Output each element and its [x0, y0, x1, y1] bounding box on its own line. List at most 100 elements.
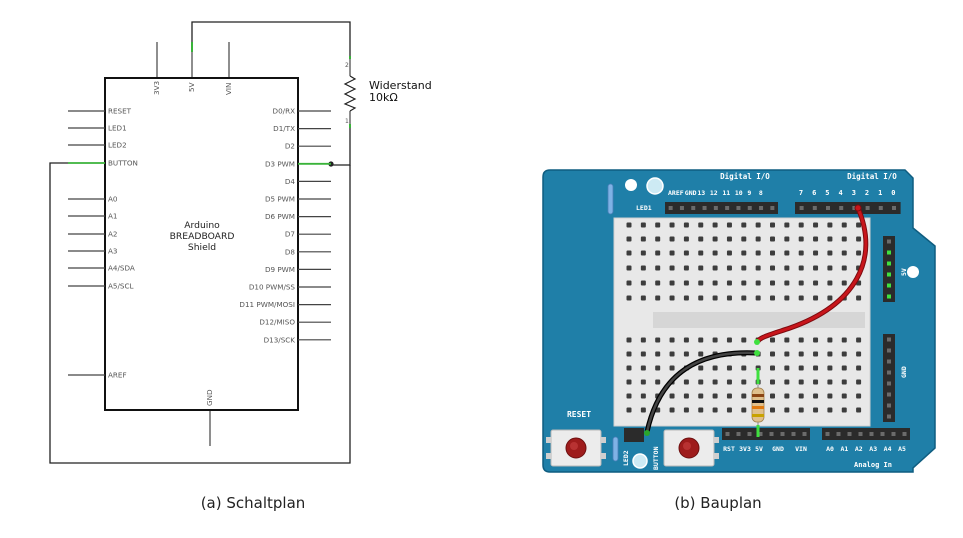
- reset-button-highlight: [570, 442, 578, 450]
- right-pin-label: D2: [285, 142, 295, 151]
- caption-schematic: (a) Schaltplan: [201, 494, 306, 512]
- right-pin-label: D13/SCK: [264, 335, 296, 344]
- user-button[interactable]: [663, 429, 719, 467]
- breadboard-hole: [669, 236, 675, 242]
- breadboard-hole: [698, 337, 704, 343]
- header-left-label: 9: [747, 189, 751, 197]
- breadboard-hole: [698, 365, 704, 371]
- analog-label: A2: [855, 445, 863, 453]
- breadboard-hole: [640, 222, 646, 228]
- left-pins: RESETLED1LED2BUTTONA0A1A2A3A4/SDAA5/SCLA…: [68, 107, 138, 380]
- breadboard-hole: [726, 236, 732, 242]
- right-pin-label: D4: [285, 177, 296, 186]
- breadboard-hole: [669, 393, 675, 399]
- breadboard-hole: [798, 280, 804, 286]
- breadboard-hole: [712, 337, 718, 343]
- left-pin-label: AREF: [108, 371, 127, 380]
- left-pin-label: BUTTON: [108, 159, 138, 168]
- breadboard-hole: [784, 236, 790, 242]
- caption-breadboard: (b) Bauplan: [674, 494, 761, 512]
- analog-label: A5: [898, 445, 906, 453]
- breadboard-hole: [655, 222, 661, 228]
- breadboard-hole: [770, 295, 775, 301]
- breadboard-hole: [726, 222, 732, 228]
- left-pin-label: A3: [108, 247, 118, 256]
- header-right-label: 3: [852, 189, 856, 197]
- analog-header-pin: [902, 432, 907, 436]
- breadboard-hole: [626, 365, 632, 371]
- breadboard-hole: [755, 222, 761, 228]
- board-label-line-3: Shield: [188, 242, 216, 253]
- digital-header-right-pin: [892, 206, 896, 210]
- breadboard-hole: [741, 280, 747, 286]
- breadboard-hole: [827, 222, 833, 228]
- breadboard-hole: [640, 379, 646, 385]
- breadboard-hole: [827, 337, 833, 343]
- resistor-symbol: 2 1 Widerstand 10kΩ: [343, 56, 432, 128]
- wire-end-red: [754, 339, 760, 345]
- reset-button[interactable]: [546, 429, 606, 467]
- resistor-zigzag: [343, 75, 357, 112]
- breadboard-hole: [827, 393, 833, 399]
- breadboard-hole: [770, 365, 775, 371]
- breadboard-hole: [784, 222, 790, 228]
- wire-d3-to-button: [49, 162, 351, 464]
- breadboard-hole: [669, 222, 675, 228]
- reset-button-leg: [546, 453, 551, 459]
- breadboard-hole: [770, 393, 775, 399]
- breadboard-hole: [698, 280, 704, 286]
- breadboard-hole: [798, 393, 804, 399]
- digital-header-right-pin: [839, 206, 844, 210]
- breadboard-hole: [712, 280, 718, 286]
- breadboard-hole: [698, 236, 704, 242]
- mounting-hole-2: [907, 266, 919, 278]
- breadboard-hole: [655, 280, 661, 286]
- breadboard-hole: [827, 250, 833, 256]
- breadboard-hole: [856, 295, 862, 301]
- breadboard-hole: [755, 236, 761, 242]
- breadboard-hole: [813, 250, 819, 256]
- wire-5v-to-resistor: [191, 21, 351, 56]
- breadboard-hole: [741, 250, 747, 256]
- right-pin-label: D3 PWM: [265, 159, 295, 168]
- power-header-pin: [736, 432, 741, 436]
- breadboard-hole: [669, 365, 675, 371]
- breadboard-hole: [856, 351, 862, 357]
- digital-header-left-pin: [713, 206, 718, 210]
- digital-header-left-pin: [759, 206, 764, 210]
- analog-header-pin: [869, 432, 874, 436]
- side-header-gnd-pin: [887, 370, 891, 375]
- black-wire: [645, 351, 759, 434]
- breadboard-hole: [712, 222, 718, 228]
- breadboard-hole: [856, 250, 862, 256]
- side-header-gnd-pin: [887, 348, 891, 353]
- analog-header-pin: [836, 432, 841, 436]
- breadboard-hole: [741, 236, 747, 242]
- breadboard-hole: [798, 295, 804, 301]
- breadboard-hole: [712, 393, 718, 399]
- power-label: 3V3: [739, 445, 751, 453]
- digital-header-right-pin: [799, 206, 804, 210]
- breadboard-hole: [655, 379, 661, 385]
- power-label: GND: [772, 445, 784, 453]
- user-button-leg: [714, 437, 719, 443]
- user-button-highlight: [683, 442, 691, 450]
- header-right-label: 6: [812, 189, 816, 197]
- resistor-label: Widerstand: [369, 79, 432, 92]
- breadboard-hole: [698, 407, 704, 413]
- left-pin-label: LED2: [108, 141, 127, 150]
- digital-header-left-pin: [691, 206, 696, 210]
- breadboard-hole: [640, 236, 646, 242]
- breadboard-hole: [683, 265, 689, 271]
- breadboard-hole: [669, 337, 675, 343]
- breadboard-hole: [626, 295, 632, 301]
- breadboard-hole: [841, 379, 847, 385]
- breadboard-hole: [813, 222, 819, 228]
- analog-header-pin: [880, 432, 885, 436]
- resistor-band-brown: [752, 394, 764, 397]
- breadboard-hole: [698, 295, 704, 301]
- breadboard-hole: [712, 365, 718, 371]
- breadboard-hole: [669, 351, 675, 357]
